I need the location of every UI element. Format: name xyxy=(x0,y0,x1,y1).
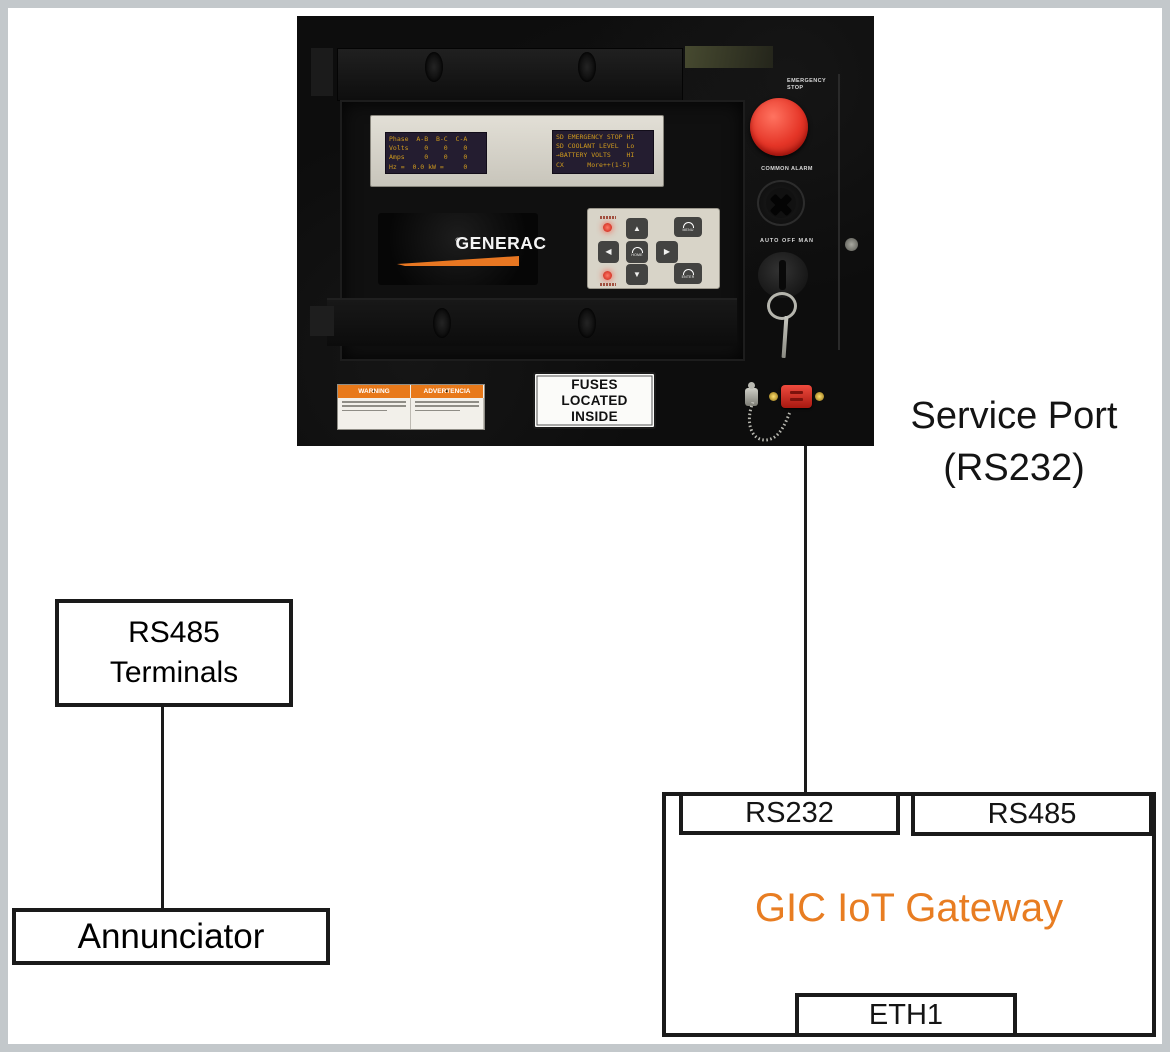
panel-top-right-sticker xyxy=(685,46,773,68)
warning-sticker-header: ▲WARNING ▲ADVERTENCIA xyxy=(338,385,484,398)
service-port-callout-line2: (RS232) xyxy=(943,447,1085,489)
menu-button: MENU xyxy=(674,217,702,237)
home-button: HOME xyxy=(626,241,648,263)
home-arc-icon xyxy=(631,247,643,253)
not-in-auto-led-label xyxy=(600,216,616,219)
lcd-line: Phase A-B B-C C-A xyxy=(389,135,468,143)
bolt-icon xyxy=(578,52,596,82)
generac-swoosh-icon xyxy=(397,255,519,266)
lcd-line: SD COOLANT LEVEL Lo xyxy=(556,142,635,151)
down-arrow-icon: ▼ xyxy=(633,269,641,279)
connector-slot xyxy=(790,391,803,394)
right-arrow-icon: ▶ xyxy=(663,247,671,256)
panel-right-edge-highlight xyxy=(838,74,840,350)
service-port-cap-knob xyxy=(748,382,755,389)
common-alarm-connector xyxy=(757,180,805,226)
warning-triangle-icon: ▲ xyxy=(444,388,450,394)
bolt-icon xyxy=(433,308,451,338)
emergency-stop-button xyxy=(750,98,808,156)
alarm-led xyxy=(603,271,612,280)
common-alarm-label: COMMON ALARM xyxy=(761,166,813,172)
connector-line-service-port-to-rs232 xyxy=(804,446,807,793)
warning-en: ▲WARNING xyxy=(338,385,411,398)
lcd-display-alarms: SD EMERGENCY STOP HI SD COOLANT LEVEL Lo… xyxy=(552,130,654,174)
up-arrow-icon: ▲ xyxy=(633,223,641,233)
fuses-sticker: FUSES LOCATED INSIDE xyxy=(533,372,656,429)
connector-slot xyxy=(790,398,803,401)
service-port-cap xyxy=(745,388,758,406)
right-arrow-button: ▶ xyxy=(656,241,678,263)
lcd-line: Volts 0 0 0 xyxy=(389,144,468,153)
connector-line-rs485-to-annunciator xyxy=(161,707,164,908)
enter-button-label: ENTER xyxy=(681,274,695,279)
generac-logo-plate: GENERAC® xyxy=(378,213,547,285)
gateway-port-eth1: ETH1 xyxy=(795,993,1017,1037)
bolt-icon xyxy=(578,308,596,338)
panel-bottom-bar xyxy=(327,298,737,346)
service-port-chain xyxy=(748,402,792,442)
panel-bottom-left-tab xyxy=(310,306,334,336)
rs485-terminals-line1: RS485 xyxy=(128,616,220,649)
lcd-line: Hz = 0.0 kW = 0 xyxy=(389,162,468,171)
keyswitch-label: AUTO OFF MAN xyxy=(759,238,815,244)
lcd-display-metering: Phase A-B B-C C-A Volts 0 0 0 Amps 0 0 0… xyxy=(385,132,487,174)
emergency-stop-label: EMERGENCY STOP xyxy=(787,78,827,91)
generator-control-panel-photo: Phase A-B B-C C-A Volts 0 0 0 Amps 0 0 0… xyxy=(297,16,874,446)
rs232-service-port-connector xyxy=(781,385,812,408)
rs485-terminals-box: RS485 Terminals xyxy=(55,599,293,707)
service-port-callout-line1: Service Port xyxy=(910,395,1118,437)
warning-triangle-icon: ▲ xyxy=(371,388,377,394)
key-ring xyxy=(767,292,797,320)
key-slot xyxy=(779,260,786,290)
menu-button-label: MENU xyxy=(682,228,694,232)
generac-logo-text: GENERAC® xyxy=(455,232,547,253)
left-arrow-icon: ◀ xyxy=(605,247,612,256)
up-arrow-button: ▲ xyxy=(626,218,648,239)
fuses-line: LOCATED xyxy=(561,392,628,408)
service-port-callout: Service Port (RS232) xyxy=(880,390,1148,494)
bolt-icon xyxy=(425,52,443,82)
warning-es: ▲ADVERTENCIA xyxy=(411,385,484,398)
gateway-port-rs485: RS485 xyxy=(911,792,1153,836)
panel-top-bar xyxy=(337,48,683,101)
fuses-line: INSIDE xyxy=(571,408,618,424)
gateway-port-rs232: RS232 xyxy=(679,792,900,835)
auto-off-man-keyswitch xyxy=(758,252,808,298)
lcd-line: SD EMERGENCY STOP HI xyxy=(556,133,635,141)
not-in-auto-led xyxy=(603,223,612,232)
control-keypad: ▲ MENU ◀ HOME ▶ ▼ ENTER xyxy=(587,208,720,289)
lcd-line: →BATTERY VOLTS HI xyxy=(556,151,635,160)
lcd-line: Amps 0 0 0 xyxy=(389,153,468,162)
key-blade xyxy=(781,315,789,359)
rs485-terminals-line2: Terminals xyxy=(109,656,239,689)
down-arrow-button: ▼ xyxy=(626,264,648,285)
annunciator-label: Annunciator xyxy=(77,916,265,956)
enter-button: ENTER xyxy=(674,263,702,284)
menu-arc-icon xyxy=(682,222,694,228)
annunciator-box: Annunciator xyxy=(12,908,330,965)
warning-fine-print-en xyxy=(338,398,411,429)
gold-screw-icon xyxy=(769,392,778,401)
warning-sticker: ▲WARNING ▲ADVERTENCIA xyxy=(337,384,485,430)
gateway-title: GIC IoT Gateway xyxy=(754,886,1064,930)
panel-top-left-tab xyxy=(311,48,333,96)
gold-screw-icon xyxy=(815,392,824,401)
registered-mark: ® xyxy=(455,237,461,244)
screw-icon xyxy=(845,238,858,251)
home-button-label: HOME xyxy=(631,253,643,257)
left-arrow-button: ◀ xyxy=(598,241,619,263)
alarm-led-label xyxy=(600,283,616,286)
lcd-line: CX More++(1-5) xyxy=(556,160,631,169)
warning-fine-print xyxy=(338,398,484,429)
warning-fine-print-es xyxy=(411,398,484,429)
fuses-line: FUSES xyxy=(571,376,618,392)
enter-arc-icon xyxy=(682,268,694,275)
